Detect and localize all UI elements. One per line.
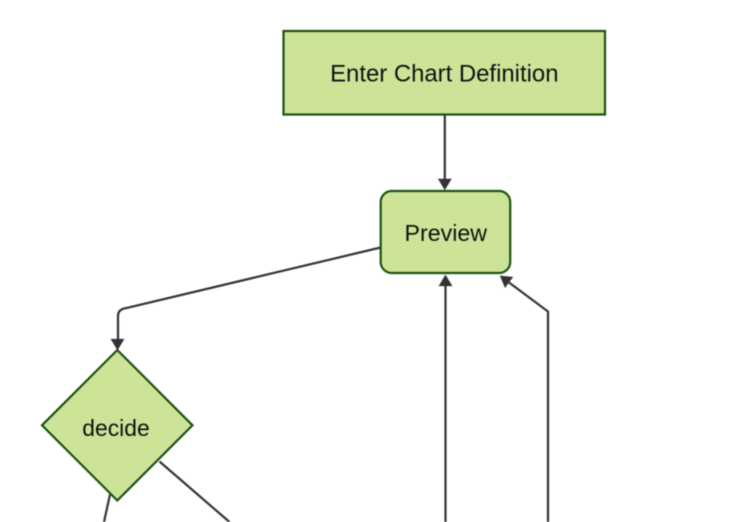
svg-text:Enter Chart Definition: Enter Chart Definition (330, 61, 558, 88)
svg-text:decide: decide (82, 415, 149, 441)
svg-text:Preview: Preview (405, 220, 488, 246)
